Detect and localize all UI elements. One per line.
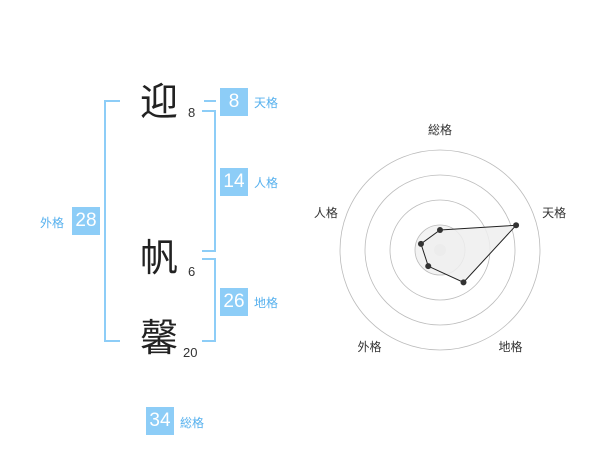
chikaku-label: 地格 [254, 296, 279, 310]
chikaku-value: 26 [220, 288, 248, 316]
radar-point-3 [460, 279, 467, 286]
name-char-1: 迎 [140, 80, 179, 124]
gaikaku-bracket [104, 100, 120, 342]
radar-axis-label-2: 天格 [542, 205, 566, 220]
stroke-count-1: 8 [188, 105, 196, 120]
radar-point-5 [417, 240, 424, 247]
radar-axis-label-3: 地格 [499, 339, 523, 354]
jinkaku-label: 人格 [254, 176, 279, 190]
radar-points [417, 222, 520, 286]
radar-axis-label-4: 外格 [357, 339, 381, 354]
gaikaku-value: 28 [72, 207, 100, 235]
stroke-count-3: 20 [183, 345, 198, 360]
name-char-3: 馨 [140, 316, 179, 360]
radar-axis-label-5: 人格 [314, 205, 338, 220]
radar-ring [339, 149, 541, 351]
jinkaku-bracket [202, 110, 216, 252]
soukaku-label: 総格 [180, 416, 205, 430]
chikaku-bracket [202, 258, 216, 342]
tenkaku-label: 天格 [254, 96, 279, 110]
radar-data-area [420, 224, 518, 283]
radar-point-2 [513, 222, 520, 229]
radar-point-1 [437, 227, 443, 233]
stroke-count-2: 6 [188, 264, 196, 279]
radar-axis-label-1: 総格 [428, 122, 452, 137]
gaikaku-label: 外格 [40, 216, 65, 230]
radar-point-4 [425, 263, 432, 270]
tenkaku-value: 8 [220, 88, 248, 116]
name-char-2: 帆 [140, 236, 179, 280]
radar-ring [364, 174, 516, 326]
soukaku-value: 34 [146, 407, 174, 435]
tenkaku-tick [204, 100, 216, 102]
jinkaku-value: 14 [220, 168, 248, 196]
